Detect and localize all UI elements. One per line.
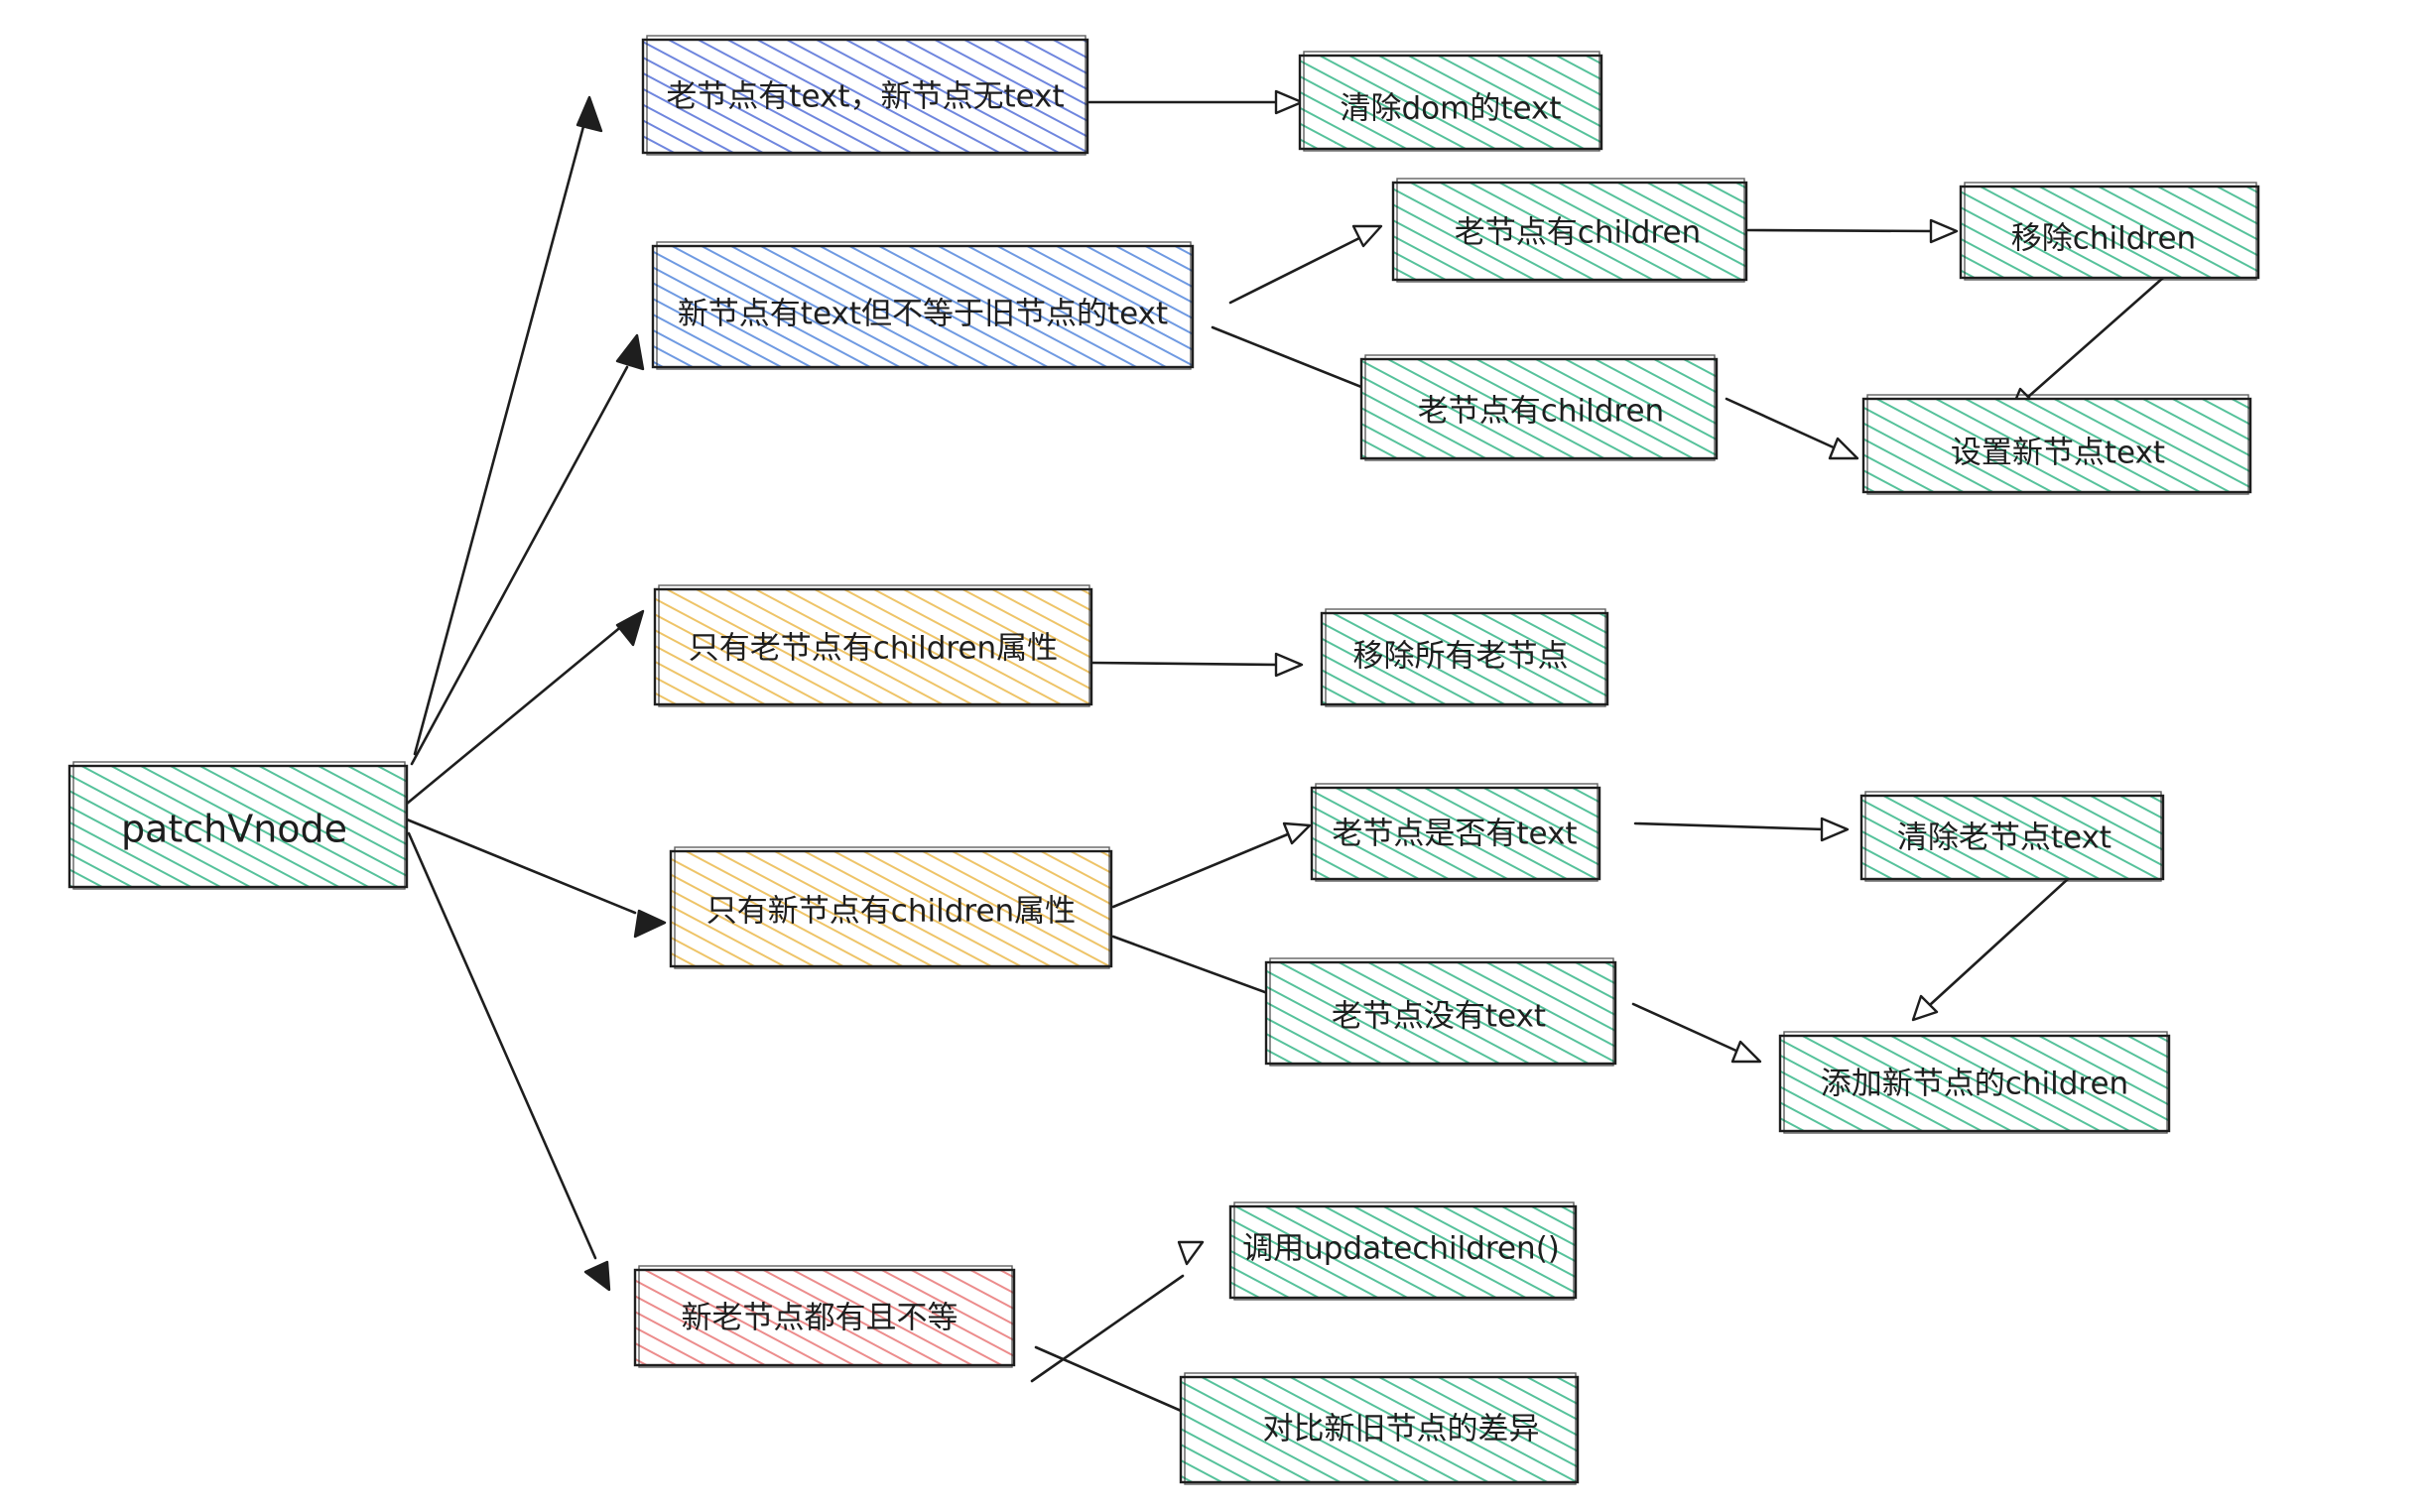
node-remove-all-old: 移除所有老节点 xyxy=(1320,608,1609,707)
node-label: 老节点有children xyxy=(1455,215,1701,251)
node-remove-children: 移除children xyxy=(1959,182,2260,281)
node-label: 移除children xyxy=(2011,221,2196,257)
edge-root-to-old-text xyxy=(413,95,603,756)
edge-root-to-both-diff xyxy=(407,831,611,1292)
node-label: 老节点有children xyxy=(1418,394,1664,430)
edge-remove-to-set-text xyxy=(2008,276,2165,415)
node-both-diff: 新老节点都有且不等 xyxy=(633,1265,1016,1368)
edge-children-2-to-set-text xyxy=(1725,397,1859,460)
nodes: patchVnode 老节点有text，新节点无text 清除dom的text … xyxy=(67,35,2260,1485)
node-new-text-diff: 新节点有text但不等于旧节点的text xyxy=(651,241,1195,370)
node-label: patchVnode xyxy=(121,808,347,851)
node-only-old-children: 只有老节点有children属性 xyxy=(653,584,1093,707)
node-old-no-text: 老节点没有text xyxy=(1264,957,1617,1067)
node-patchvnode: patchVnode xyxy=(67,761,409,890)
node-call-update: 调用updatechildren() xyxy=(1228,1201,1578,1301)
node-label: 调用updatechildren() xyxy=(1242,1231,1560,1267)
node-label: 只有新节点有children属性 xyxy=(706,894,1076,930)
node-label: 移除所有老节点 xyxy=(1353,639,1569,675)
node-label: 清除老节点text xyxy=(1897,820,2111,856)
edge-root-to-only-old xyxy=(405,609,645,806)
node-old-has-children-1: 老节点有children xyxy=(1391,178,1748,283)
node-label: 添加新节点的children xyxy=(1821,1067,2128,1102)
node-clear-old-text: 清除老节点text xyxy=(1859,791,2165,882)
node-add-new-children: 添加新节点的children xyxy=(1778,1031,2171,1134)
node-label: 设置新节点text xyxy=(1951,436,2165,471)
edge-only-new-to-has-text xyxy=(1111,821,1312,909)
edge-no-text-to-add-children xyxy=(1631,1002,1762,1064)
node-compare-diff: 对比新旧节点的差异 xyxy=(1179,1372,1580,1485)
node-clear-dom-text: 清除dom的text xyxy=(1298,51,1603,152)
node-label: 老节点是否有text xyxy=(1332,817,1577,852)
edge-clear-to-add-children xyxy=(1911,877,2070,1022)
edge-both-diff-to-update xyxy=(1030,1240,1205,1383)
edge-root-to-new-text xyxy=(410,333,645,766)
node-set-new-text: 设置新节点text xyxy=(1861,394,2252,495)
node-label: 只有老节点有children属性 xyxy=(689,631,1058,667)
node-label: 新节点有text但不等于旧节点的text xyxy=(678,297,1168,332)
node-old-has-text: 老节点是否有text xyxy=(1310,783,1601,882)
node-old-has-children-2: 老节点有children xyxy=(1359,354,1719,461)
node-label: 对比新旧节点的差异 xyxy=(1263,1412,1540,1448)
edge-new-text-to-children-1 xyxy=(1228,224,1383,305)
node-label: 新老节点都有且不等 xyxy=(682,1301,959,1336)
node-label: 清除dom的text xyxy=(1340,91,1561,127)
node-label: 老节点有text，新节点无text xyxy=(666,79,1064,115)
edge-children-1-to-remove xyxy=(1746,218,1959,244)
node-only-new-children: 只有新节点有children属性 xyxy=(669,846,1113,969)
edge-has-text-to-clear xyxy=(1633,817,1850,842)
node-old-text-new-none: 老节点有text，新节点无text xyxy=(641,35,1089,156)
edge-old-text-to-clear-dom xyxy=(1088,89,1304,115)
edge-only-old-to-remove-all xyxy=(1089,652,1304,678)
edge-root-to-only-new xyxy=(405,818,667,939)
node-label: 老节点没有text xyxy=(1332,999,1546,1035)
